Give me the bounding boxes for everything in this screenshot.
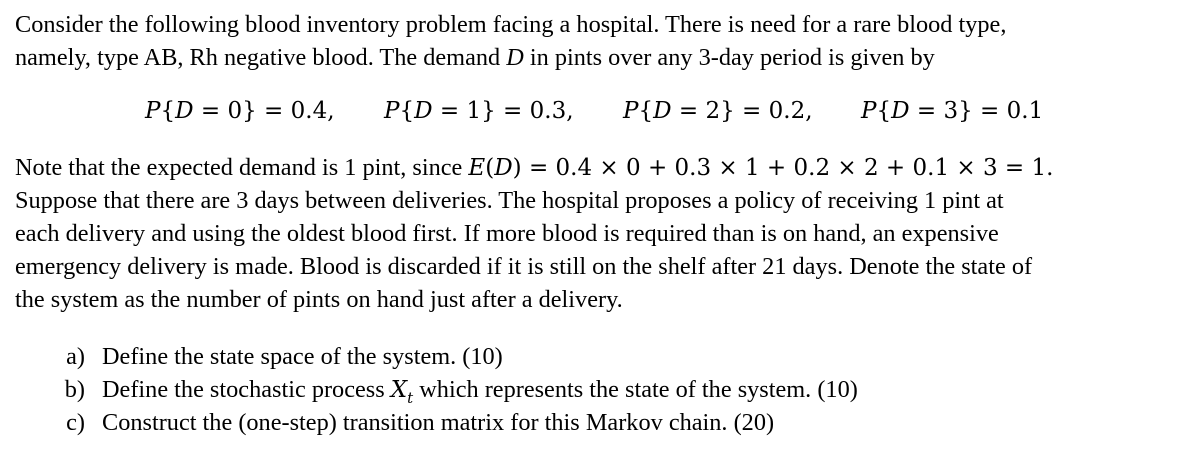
equation-d3: P{D = 3} = 0.1 [861,98,1044,124]
question-b-text: Define the stochastic process Xt which r… [102,376,858,407]
question-c-text: Construct the (one-step) transition matr… [102,409,775,436]
note-line: Note that the expected demand is 1 pint,… [15,154,1054,181]
body-line-5: the system as the number of pints on han… [15,286,623,313]
question-a: a) Define the state space of the system.… [45,340,1145,373]
intro-text-a: namely, type AB, Rh negative blood. The … [15,44,507,71]
intro-text-b: in pints over any 3-day period is given … [523,44,935,71]
expectation-variable: D [494,155,513,181]
body-line-3: each delivery and using the oldest blood… [15,220,999,247]
expectation-expression: ) = 0.4 × 0 + 0.3 × 1 + 0.2 × 2 + 0.1 × … [512,155,1054,181]
demand-variable: D [506,44,524,71]
problem-document: Consider the following blood inventory p… [15,0,1175,456]
question-a-text: Define the state space of the system. (1… [102,343,503,370]
question-c-label: c) [66,409,85,436]
body-line-4: emergency delivery is made. Blood is dis… [15,253,1033,280]
equation-d2: P{D = 2} = 0.2, [623,98,813,124]
expectation-symbol: E [468,155,486,181]
question-c: c) Construct the (one-step) transition m… [45,406,1145,439]
question-a-label: a) [66,343,85,370]
process-subscript: t [407,388,414,407]
intro-line-2: namely, type AB, Rh negative blood. The … [15,41,935,74]
probability-equations: P{D = 0} = 0.4, P{D = 1} = 0.3, P{D = 2}… [15,98,1175,128]
note-text: Note that the expected demand is 1 pint,… [15,154,469,181]
equation-d0: P{D = 0} = 0.4, [145,98,335,124]
question-b: b) Define the stochastic process Xt whic… [45,373,1145,407]
intro-line-1: Consider the following blood inventory p… [15,11,1007,38]
question-b-label: b) [64,376,85,403]
body-line-2: Suppose that there are 3 days between de… [15,187,1004,214]
equation-d1: P{D = 1} = 0.3, [384,98,574,124]
process-variable: X [390,377,408,403]
